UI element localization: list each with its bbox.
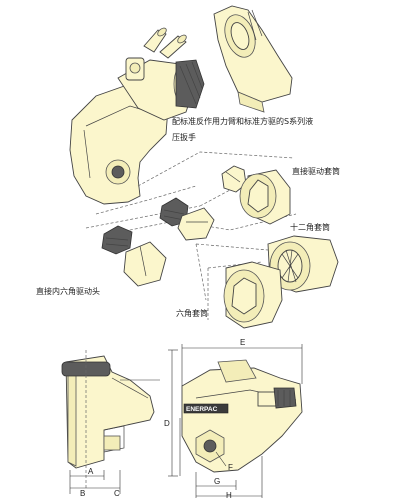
hex-insert-head-label: 直接内六角驱动头 [36, 286, 100, 296]
dim-label-g: G [214, 477, 220, 486]
dim-label-c: C [114, 489, 120, 498]
side-view [61, 350, 160, 494]
square-drive-adapter [159, 197, 215, 241]
direct-drive-socket [221, 165, 291, 225]
dim-label-a: A [88, 467, 94, 476]
reaction-arm [213, 5, 293, 113]
dim-label-e: E [240, 338, 245, 347]
dim-label-d: D [164, 419, 170, 428]
twelve-point-socket-label: 十二角套筒 [290, 222, 330, 232]
dim-label-b: B [80, 489, 85, 498]
hex-insert-head [101, 225, 167, 287]
wrench-caption-line2: 压扳手 [172, 132, 196, 142]
hex-socket [223, 261, 283, 329]
twelve-point-socket [267, 235, 339, 293]
enerpac-logo: ENERPAC [186, 406, 218, 413]
dim-label-f: F [228, 463, 233, 472]
dim-label-h: H [226, 491, 232, 500]
hex-socket-label: 六角套筒 [176, 308, 208, 318]
hydraulic-wrench [69, 27, 205, 205]
assembly-dashed-lines [85, 151, 297, 320]
direct-drive-socket-label: 直接驱动套筒 [292, 166, 340, 176]
front-view: ENERPAC [168, 344, 303, 498]
wrench-caption-line1: 配标准反作用力臂和标准方驱的S系列液 [172, 116, 313, 126]
